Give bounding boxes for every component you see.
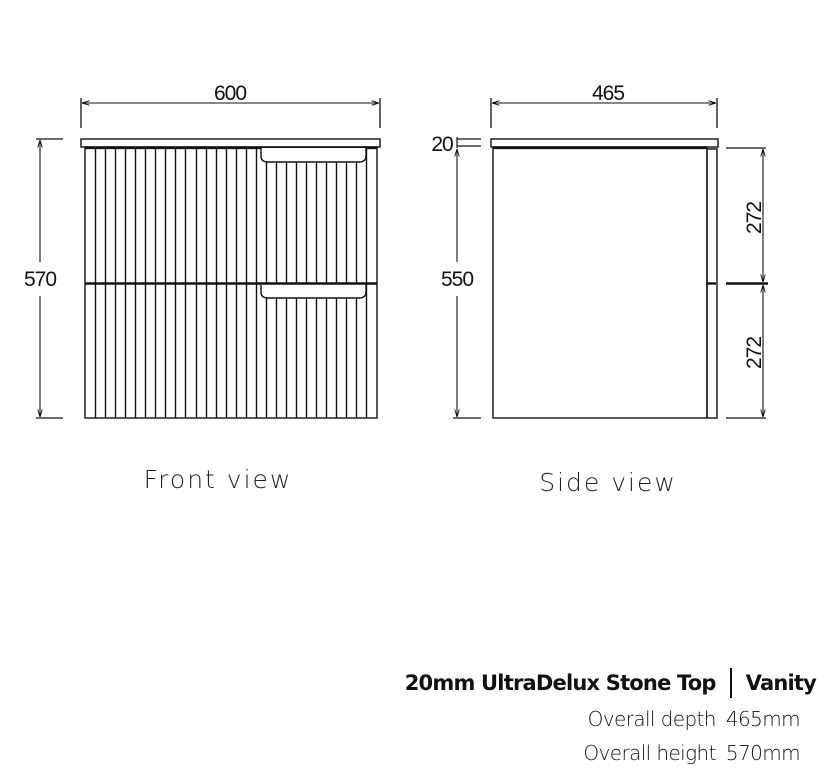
front-view: [36, 98, 381, 419]
side-view: [453, 98, 768, 419]
spec-divider: [729, 668, 732, 698]
flute-lines: [94, 148, 368, 418]
lower-drawer-height-label: 272: [743, 337, 766, 369]
side-depth-dimension: [490, 98, 718, 128]
spec-overall-depth: Overall depth 465mm: [587, 707, 801, 731]
front-height-label: 570: [24, 268, 56, 291]
side-view-label: Side view: [539, 468, 677, 497]
side-drawer-dimensions: [726, 147, 768, 419]
front-height-dimension: [36, 138, 63, 419]
spec-overall-height: Overall height 570mm: [583, 741, 800, 765]
spec-product-title: 20mm UltraDelux Stone Top: [404, 671, 717, 695]
front-width-dimension: [80, 98, 381, 128]
side-depth-label: 465: [592, 82, 624, 105]
front-width-label: 600: [214, 82, 246, 105]
lower-drawer-handle: [260, 285, 367, 299]
upper-drawer-height-label: 272: [743, 202, 766, 234]
front-view-label: Front view: [144, 465, 293, 494]
side-height-dimension: [453, 149, 481, 419]
spec-height-value: 570mm: [725, 741, 801, 765]
side-height-label: 550: [441, 268, 473, 291]
spec-product-type: Vanity: [745, 671, 817, 695]
side-top-thickness-label: 20: [431, 133, 453, 156]
spec-height-label: Overall height: [583, 741, 716, 765]
upper-drawer-handle: [260, 148, 367, 163]
spec-title: 20mm UltraDelux Stone Top Vanity: [404, 668, 817, 698]
side-top-thickness-dimension: [456, 137, 481, 148]
side-stone-top: [490, 138, 719, 148]
spec-depth-value: 465mm: [725, 707, 801, 731]
side-cabinet: [492, 146, 708, 419]
spec-depth-label: Overall depth: [587, 707, 717, 731]
front-stone-top: [80, 138, 381, 148]
